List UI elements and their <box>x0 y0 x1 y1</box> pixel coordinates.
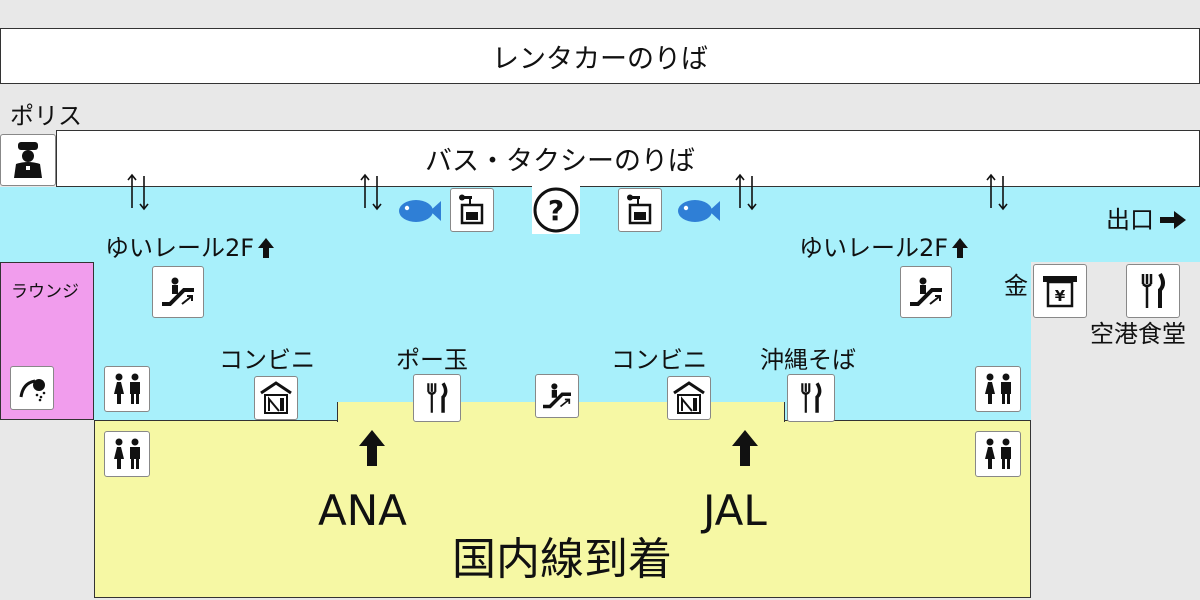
bus-taxi-area: バス・タクシーのりば <box>56 130 1200 187</box>
baggage-claim-icon <box>618 188 662 232</box>
shower-icon <box>10 366 54 410</box>
up-down-arrows-icon <box>735 173 757 211</box>
jal-label: JAL <box>703 486 767 535</box>
convenience-store-label: コンビニ <box>611 346 707 374</box>
terminal-hall <box>0 187 1200 262</box>
restaurant-icon <box>1126 264 1180 318</box>
lounge-label: ラウンジ <box>11 282 79 302</box>
up-arrow-icon <box>359 430 385 466</box>
airport-diner-label: 空港食堂 <box>1090 320 1186 348</box>
convenience-store-icon <box>667 376 711 420</box>
po-tama-label: ポー玉 <box>396 346 468 374</box>
restroom-icon <box>104 431 150 477</box>
up-arrow-icon <box>952 238 969 258</box>
escalator-icon <box>900 266 952 318</box>
convenience-store-icon <box>254 376 298 420</box>
information-icon: ? <box>532 186 580 234</box>
up-down-arrows-icon <box>986 173 1008 211</box>
baggage-claim-icon <box>450 188 494 232</box>
bus-taxi-label: バス・タクシーのりば <box>425 146 695 177</box>
okinawa-soba-label: 沖縄そば <box>760 346 856 374</box>
police-icon <box>0 134 56 186</box>
up-arrow-icon <box>258 238 275 258</box>
yui-rail-label-right: ゆいレール2F <box>799 236 970 260</box>
rental-car-label: レンタカーのりば <box>492 43 708 75</box>
restroom-icon <box>104 366 150 412</box>
convenience-store-label: コンビニ <box>219 346 315 374</box>
restaurant-icon <box>787 374 835 422</box>
svg-text:¥: ¥ <box>1055 287 1066 305</box>
police-label: ポリス <box>10 102 82 130</box>
up-down-arrows-icon <box>127 173 149 211</box>
atm-icon: ¥ <box>1033 264 1087 318</box>
exit-label: 出口 <box>1106 208 1188 232</box>
right-arrow-icon <box>1160 211 1186 229</box>
money-label: 金 <box>1004 272 1028 300</box>
svg-text:?: ? <box>548 194 564 227</box>
yui-rail-label-left: ゆいレール2F <box>105 236 276 260</box>
fish-icon <box>678 200 720 222</box>
up-down-arrows-icon <box>360 173 382 211</box>
fish-icon <box>399 200 441 222</box>
restaurant-icon <box>413 374 461 422</box>
restroom-icon <box>975 366 1021 412</box>
escalator-icon <box>535 374 579 418</box>
ana-label: ANA <box>318 486 407 535</box>
escalator-icon <box>152 266 204 318</box>
domestic-arrivals-label: 国内線到着 <box>452 534 672 585</box>
up-arrow-icon <box>732 430 758 466</box>
rental-car-area: レンタカーのりば <box>0 28 1200 84</box>
restroom-icon <box>975 431 1021 477</box>
